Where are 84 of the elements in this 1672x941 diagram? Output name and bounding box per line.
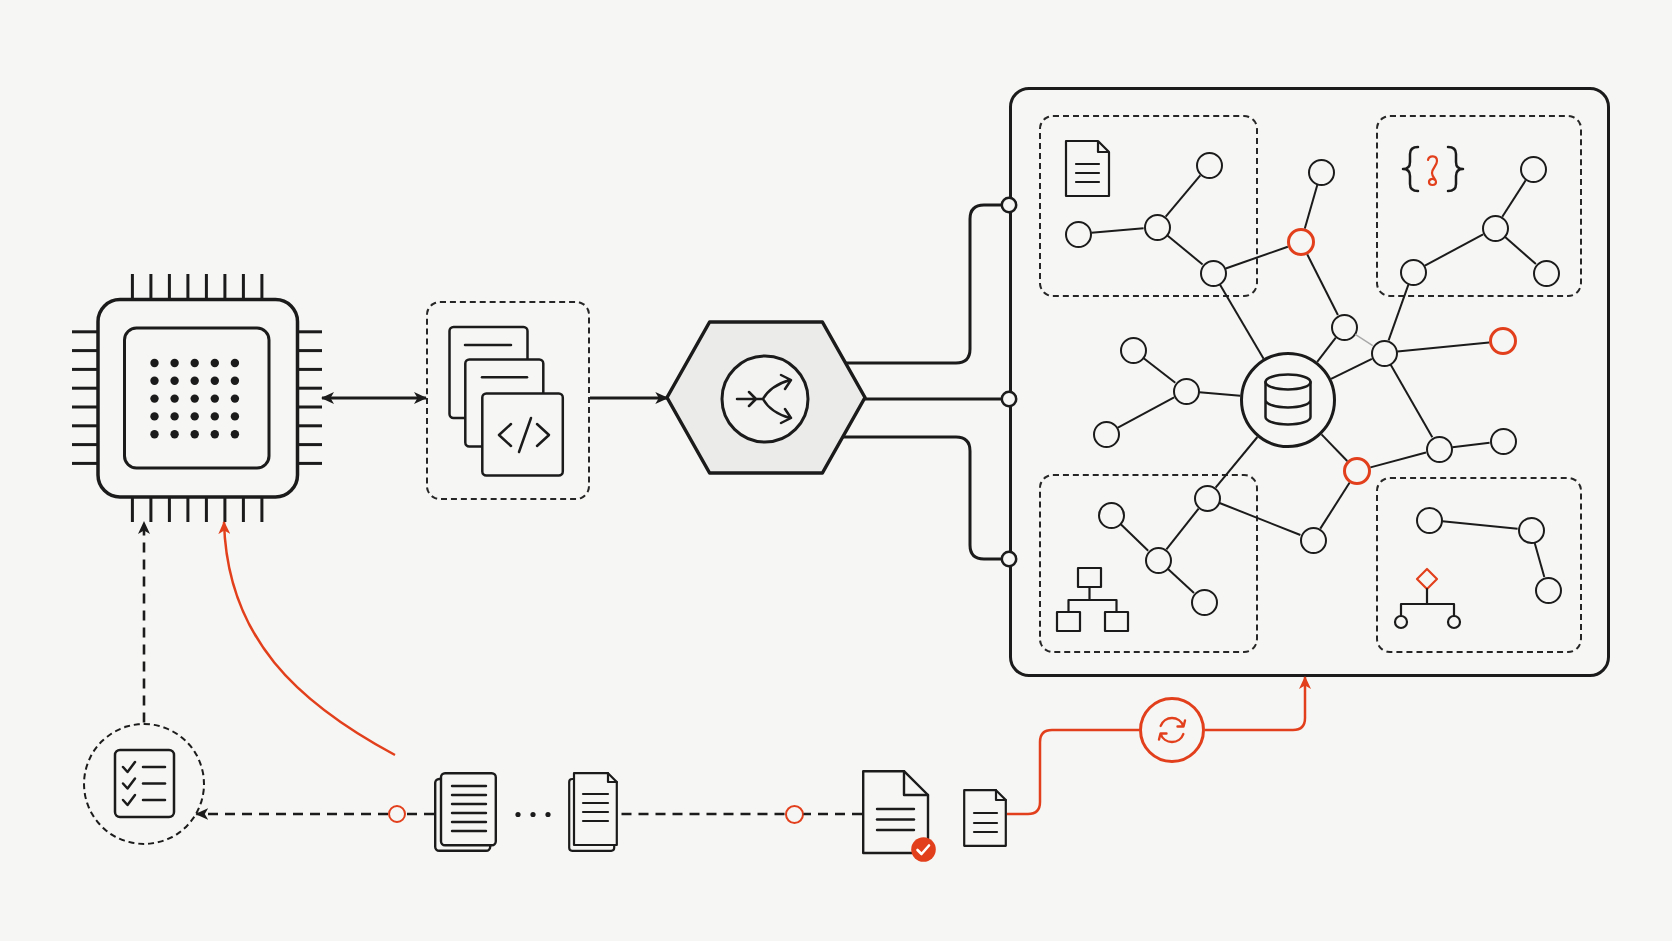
line: [1330, 357, 1373, 380]
graph-panel: [1009, 87, 1610, 677]
dashed-group-box: [1376, 477, 1582, 653]
graph-node-circle: [1144, 546, 1172, 574]
connector-line: [864, 390, 1018, 408]
line: [1369, 451, 1427, 469]
graph-node-circle: [1330, 313, 1358, 341]
highlighted-graph-node: [1287, 228, 1315, 256]
checked-document-icon: [862, 770, 936, 862]
graph-node-circle: [1097, 501, 1125, 529]
line: [1387, 283, 1410, 342]
port-circle: [784, 804, 804, 824]
line: [1320, 433, 1349, 462]
line: [1007, 728, 1139, 816]
graph-node-circle: [1307, 158, 1335, 186]
line: [1142, 357, 1177, 384]
highlighted-graph-node: [1489, 327, 1517, 355]
cpu-chip-icon: [72, 274, 322, 522]
graph-node-circle: [1119, 336, 1147, 364]
line: [1119, 523, 1150, 552]
line: [1504, 235, 1537, 266]
dashed-arrow: [138, 521, 150, 723]
dashed-group-box: [1039, 474, 1258, 653]
connector-line: [845, 196, 1018, 365]
port-circle: [388, 805, 406, 823]
line: [1396, 341, 1491, 353]
line: [1423, 233, 1485, 267]
graph-node-circle: [1143, 213, 1171, 241]
document-icon: [963, 789, 1007, 847]
graph-node-circle: [1517, 516, 1545, 544]
line: [1218, 502, 1302, 536]
document-stack-icon: [434, 772, 497, 852]
line: [1116, 396, 1176, 429]
line: [1319, 481, 1351, 530]
line: [1224, 245, 1289, 270]
graph-node-circle: [1519, 155, 1547, 183]
line: [1218, 283, 1265, 360]
line: [1316, 336, 1337, 363]
line: [1533, 542, 1546, 578]
line: [1090, 227, 1145, 234]
line: [1354, 333, 1374, 347]
graph-node-circle: [1532, 259, 1560, 287]
line: [1198, 391, 1242, 397]
dashed-arrow: [195, 808, 388, 820]
graph-node-circle: [1299, 526, 1327, 554]
database-node: [1240, 352, 1336, 448]
graph-node-circle: [1415, 506, 1443, 534]
document-stack-icon: [568, 772, 618, 852]
double-arrow: [321, 392, 427, 404]
line: [1501, 179, 1527, 218]
hexagon-node: [665, 320, 867, 475]
graph-node-circle: [1172, 377, 1200, 405]
line: [1306, 253, 1339, 316]
dashed-group-box: [1376, 115, 1582, 297]
highlighted-graph-node: [1343, 457, 1371, 485]
line: [1214, 436, 1259, 489]
graph-node-circle: [1193, 484, 1221, 512]
line: [1165, 507, 1200, 551]
graph-node-circle: [1195, 151, 1223, 179]
dashed-line: [803, 812, 862, 816]
graph-node-circle: [1370, 339, 1398, 367]
dashed-group-box: [1039, 115, 1258, 297]
line: [1303, 184, 1319, 230]
line: [1441, 520, 1519, 530]
graph-node-circle: [1489, 427, 1517, 455]
graph-node-circle: [1481, 214, 1509, 242]
graph-node-circle: [1064, 220, 1092, 248]
line: [1389, 363, 1434, 439]
arrow: [1205, 676, 1311, 732]
graph-node-circle: [1399, 258, 1427, 286]
line: [1166, 234, 1204, 266]
graph-node-circle: [1092, 420, 1120, 448]
dashed-line: [406, 812, 434, 816]
connector-line: [842, 435, 1018, 568]
dashed-group-box: [426, 301, 590, 500]
line: [1167, 568, 1195, 594]
arrow: [590, 392, 669, 404]
graph-node-circle: [1534, 576, 1562, 604]
graph-node-circle: [1190, 588, 1218, 616]
line: [1164, 174, 1202, 218]
graph-node-circle: [1199, 259, 1227, 287]
curved-arrow: [218, 521, 396, 757]
graph-node-circle: [1425, 435, 1453, 463]
line: [1451, 441, 1491, 449]
